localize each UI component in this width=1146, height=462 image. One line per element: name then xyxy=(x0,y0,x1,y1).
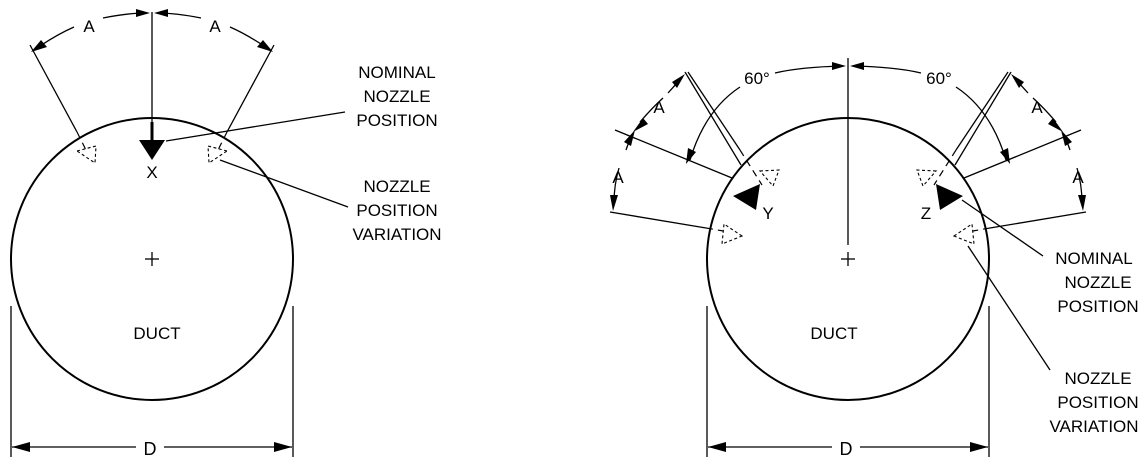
right-a-arrow-ur-1 xyxy=(1048,118,1063,132)
left-variation-nozzle-right xyxy=(207,145,229,164)
right-lower-variation-line-right xyxy=(989,211,1087,229)
left-arc-arrow-3 xyxy=(154,9,168,17)
right-60-arc-left-lower xyxy=(689,86,741,161)
right-nozzle-label-z: Z xyxy=(921,204,931,223)
left-arc-arrow-1 xyxy=(31,40,47,52)
right-a-label-upper-left: A xyxy=(653,98,665,117)
right-figure: Y Z 60° 60° A A A xyxy=(609,58,1139,459)
left-radial-line-right xyxy=(226,44,275,133)
right-dim-label-d: D xyxy=(840,439,853,457)
right-60-arrow-2 xyxy=(832,62,846,70)
right-a-label-lower-right: A xyxy=(1072,168,1084,187)
left-dim-arrow-right xyxy=(274,442,292,452)
left-arc-right-outer xyxy=(229,26,265,47)
left-variation-leader xyxy=(219,159,349,208)
right-a-label-upper-right: A xyxy=(1031,98,1043,117)
left-angle-label-a-left: A xyxy=(83,17,95,36)
right-variation-nozzle-lower-left xyxy=(721,223,744,245)
left-dim-label-d: D xyxy=(144,439,157,457)
right-variation-nozzle-upper-right xyxy=(916,169,938,188)
left-arc-arrow-2 xyxy=(136,9,150,17)
right-a-arrow-ur-2 xyxy=(1011,74,1024,88)
left-nominal-label-2: NOZZLE xyxy=(363,87,430,106)
right-a-arrow-ul-2 xyxy=(672,74,685,88)
left-duct-label: DUCT xyxy=(133,324,180,343)
right-60-arc-right-lower xyxy=(955,86,1007,161)
right-a-label-lower-left: A xyxy=(612,168,624,187)
right-inner-variation-dash-right xyxy=(933,149,957,186)
right-variation-label-1: NOZZLE xyxy=(1064,369,1131,388)
right-upper-variation-line-left xyxy=(614,129,733,179)
left-variation-label-3: VARIATION xyxy=(352,225,441,244)
right-angle-label-60-left: 60° xyxy=(744,69,770,88)
right-lower-variation-line-left xyxy=(609,211,707,229)
left-variation-nozzle-left xyxy=(75,145,97,164)
right-nominal-leader xyxy=(961,199,1044,257)
right-nominal-nozzle-z xyxy=(936,184,963,210)
left-variation-label-1: NOZZLE xyxy=(363,177,430,196)
right-variation-label-3: VARIATION xyxy=(1049,417,1138,436)
left-nozzle-label-x: X xyxy=(146,163,157,182)
left-radial-line-left xyxy=(29,44,78,133)
right-upper-variation-line-right xyxy=(963,129,1082,179)
right-60-line-left xyxy=(684,71,742,166)
right-a-arrow-ul-1 xyxy=(633,118,648,132)
left-nominal-label-3: POSITION xyxy=(356,111,437,130)
right-60-arrow-4 xyxy=(1000,148,1010,164)
left-nominal-nozzle-x xyxy=(139,140,165,160)
left-nominal-label-1: NOMINAL xyxy=(358,63,435,82)
right-nominal-label-3: POSITION xyxy=(1057,297,1138,316)
right-inner-variation-dash-left xyxy=(739,149,763,186)
right-60-arrow-3 xyxy=(850,62,864,70)
right-variation-nozzle-upper-left xyxy=(758,169,780,188)
right-nominal-label-1: NOMINAL xyxy=(1055,249,1132,268)
left-nominal-leader xyxy=(165,111,346,142)
left-angle-label-a-right: A xyxy=(209,17,221,36)
left-variation-label-2: POSITION xyxy=(356,201,437,220)
left-dim-arrow-left xyxy=(12,442,30,452)
left-figure: X A A NOMINAL NOZZLE POSITION NOZZLE POS… xyxy=(10,9,442,459)
right-nozzle-label-y: Y xyxy=(762,204,773,223)
right-dim-arrow-right xyxy=(970,442,988,452)
right-duct-label: DUCT xyxy=(810,324,857,343)
left-arc-left-outer xyxy=(39,26,75,47)
right-nominal-nozzle-y xyxy=(733,184,760,210)
right-a-arrow-lr-2 xyxy=(1061,130,1072,146)
left-arc-arrow-4 xyxy=(257,40,273,52)
right-60-arrow-1 xyxy=(686,148,696,164)
right-dim-arrow-left xyxy=(708,442,726,452)
right-nominal-label-2: NOZZLE xyxy=(1064,273,1131,292)
right-variation-leader xyxy=(967,245,1051,371)
right-60-line-right xyxy=(954,71,1012,166)
right-angle-label-60-right: 60° xyxy=(926,69,952,88)
right-a-arrow-ll-2 xyxy=(624,130,635,146)
right-a-arrow-ll-1 xyxy=(610,195,618,211)
right-a-arrow-lr-1 xyxy=(1078,195,1086,211)
right-variation-label-2: POSITION xyxy=(1057,393,1138,412)
right-variation-nozzle-lower-right xyxy=(952,223,975,245)
